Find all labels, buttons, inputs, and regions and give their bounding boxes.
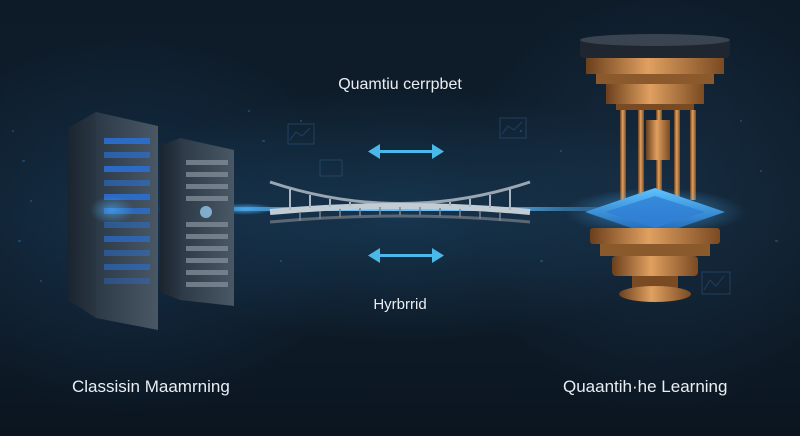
middle-caption: Hyrbrrid bbox=[373, 296, 427, 313]
bridge-icon bbox=[269, 180, 531, 224]
double-arrow-top-icon bbox=[368, 144, 444, 159]
top-caption: Quamtiu cerrpbet bbox=[338, 76, 462, 93]
left-caption: Classisin Maamrning bbox=[72, 377, 230, 396]
double-arrow-bottom-icon bbox=[368, 248, 444, 263]
server-rack-icon bbox=[68, 112, 234, 330]
background-circuit-pattern bbox=[12, 110, 778, 282]
right-caption: Quaantih·he Learning bbox=[563, 377, 728, 396]
quantum-computer-icon bbox=[565, 34, 745, 302]
background-chart-glyphs bbox=[287, 117, 731, 295]
